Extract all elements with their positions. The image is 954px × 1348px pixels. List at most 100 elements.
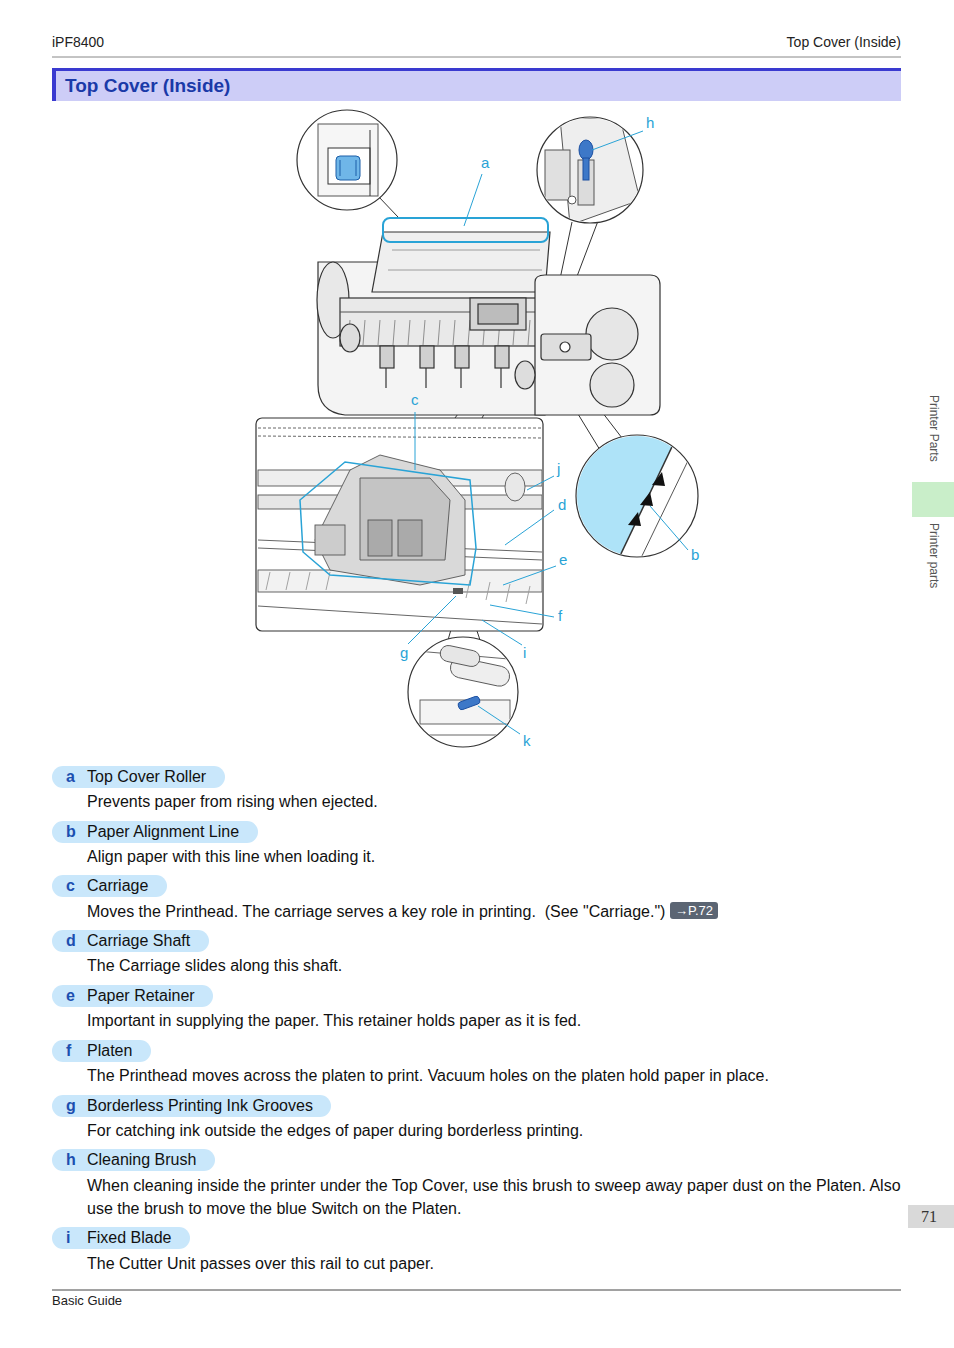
node-text: Paper Alignment Line (87, 823, 239, 841)
illustration-line (378, 196, 398, 217)
illustration-line (505, 510, 554, 545)
illustration-path (315, 455, 465, 585)
part-description: The Cutter Unit passes over this rail to… (87, 1252, 902, 1275)
illustration-rect (541, 334, 591, 360)
illustration-rect (455, 346, 469, 368)
zoom-switch (405, 637, 520, 747)
illustration-circle (560, 342, 570, 352)
zoom-brush (537, 117, 643, 225)
illustration-line (482, 620, 522, 645)
callout-letter: h (646, 114, 654, 132)
illustration-ellipse (579, 140, 593, 160)
part-name-pill: iFixed Blade (52, 1227, 190, 1249)
callout-letter: a (481, 154, 489, 172)
illustration-line (52, 1290, 901, 1291)
illustration-rect (368, 520, 392, 556)
illustration-g (405, 644, 520, 735)
illustration-ellipse (340, 324, 360, 352)
node-text: Borderless Printing Ink Grooves (87, 1097, 313, 1115)
illustration-line (415, 412, 416, 470)
illustration-rect (470, 298, 526, 330)
illustration-rect (52, 68, 901, 101)
part-name-pill: dCarriage Shaft (52, 930, 209, 952)
illustration-line (393, 320, 395, 345)
illustration-rect (583, 158, 589, 180)
illustration-rect (453, 588, 463, 594)
illustration-line (52, 57, 901, 58)
illustration-path (560, 118, 640, 225)
callout-letter: i (523, 644, 526, 662)
illustration-rect (398, 520, 422, 556)
illustration-rect (420, 346, 434, 368)
illustration-line (460, 368, 461, 388)
illustration-rect (439, 644, 481, 668)
illustration-rect (457, 695, 480, 710)
part-name-pill: gBorderless Printing Ink Grooves (52, 1095, 331, 1117)
zoom-alignment-line (570, 430, 698, 560)
illustration-line (258, 436, 542, 438)
illustration-polygon (570, 430, 680, 560)
header-section: Top Cover (Inside) (787, 33, 901, 51)
illustration-line (506, 584, 510, 602)
illustration-line (453, 320, 455, 345)
callout-letter: c (411, 391, 419, 409)
part-name-pill: ePaper Retainer (52, 985, 213, 1007)
illustration-g (388, 250, 542, 270)
illustration-line (640, 440, 698, 560)
part-letter: d (66, 932, 87, 950)
illustration-ellipse (505, 473, 525, 501)
illustration-line (478, 706, 520, 734)
callout-letter: g (400, 644, 408, 662)
illustration-line (503, 566, 556, 585)
illustration-rect (52, 68, 901, 71)
callout-leaders (408, 131, 688, 734)
carriage-inset (256, 418, 543, 631)
side-tab (912, 482, 954, 517)
illustration-line (425, 368, 426, 388)
illustration-line (286, 572, 290, 590)
illustration-line (378, 320, 380, 345)
callout-letter: j (557, 460, 560, 478)
part-description: The Printhead moves across the platen to… (87, 1064, 902, 1087)
illustration-g (258, 428, 542, 624)
illustration-polygon (628, 512, 641, 526)
part-description: Moves the Printhead. The carriage serves… (87, 900, 902, 923)
illustration-rect (256, 418, 543, 631)
node-text: Paper Retainer (87, 987, 195, 1005)
illustration-g (570, 430, 698, 560)
illustration-rect (52, 68, 56, 101)
node-text: Platen (87, 1042, 132, 1060)
part-description: Important in supplying the paper. This r… (87, 1009, 902, 1032)
illustration-rect (340, 298, 545, 346)
illustration-line (592, 131, 643, 150)
illustration-line (388, 270, 542, 271)
illustration-line (464, 174, 482, 226)
part-letter: a (66, 768, 87, 786)
illustration-rect (380, 346, 394, 368)
illustration-line (527, 476, 554, 490)
illustration-rect (478, 304, 518, 324)
zoom-roller (297, 110, 397, 210)
node-text: Top Cover Roller (87, 768, 206, 786)
callout-letter: b (691, 546, 699, 564)
part-name-pill: bPaper Alignment Line (52, 821, 258, 843)
illustration-path (535, 275, 660, 415)
node-text: Carriage (87, 877, 148, 895)
callout-letter: e (559, 551, 567, 569)
side-tab-label: Printer Parts (927, 395, 941, 462)
footer-text: Basic Guide (52, 1293, 122, 1309)
part-letter: c (66, 877, 87, 895)
part-name-pill: fPlaten (52, 1040, 151, 1062)
illustration-rect (328, 148, 370, 184)
illustration-circle (297, 110, 397, 210)
illustration-line (526, 586, 530, 604)
illustration-g (318, 124, 378, 196)
illustration-circle (568, 196, 576, 204)
part-name-pill: aTop Cover Roller (52, 766, 225, 788)
page-ref-badge: →P.72 (670, 902, 718, 919)
side-tab-label: Printer parts (927, 523, 941, 588)
illustration-line (258, 606, 542, 624)
part-description: Align paper with this line when loading … (87, 845, 902, 868)
illustration-rect (336, 156, 360, 180)
